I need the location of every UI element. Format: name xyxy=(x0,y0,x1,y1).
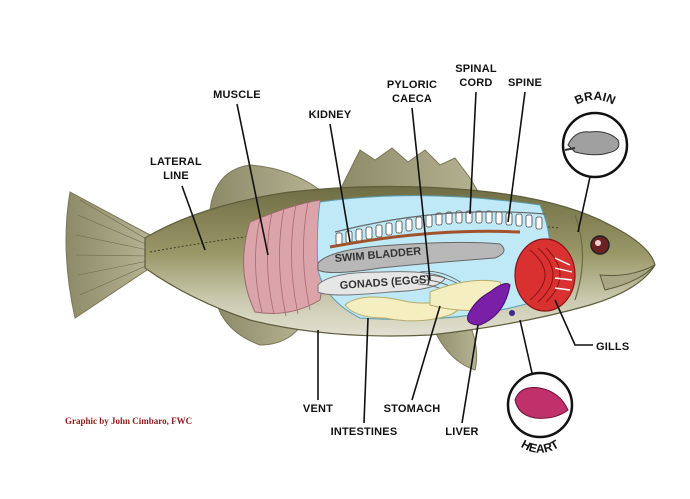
brain-label: BRAIN xyxy=(572,89,617,108)
lateral-line-label-2: LINE xyxy=(163,170,189,182)
eye-highlight xyxy=(595,240,601,246)
heart-label: HEART xyxy=(519,437,562,456)
intestines-leader xyxy=(363,317,369,424)
gills xyxy=(514,238,576,312)
intestines-label: INTESTINES xyxy=(331,426,398,438)
gill-cover xyxy=(574,214,584,301)
credit-text: Graphic by John Cimbaro, FWC xyxy=(65,416,192,426)
spine-label: SPINE xyxy=(508,77,542,89)
lateral-line-leader xyxy=(181,185,206,251)
liver-leader xyxy=(461,324,479,424)
muscle-label: MUSCLE xyxy=(213,89,261,101)
gills-leader xyxy=(554,299,593,346)
spinal-cord-label-1: SPINAL xyxy=(455,63,497,75)
pyloric-caeca-label-1: PYLORIC xyxy=(387,79,437,91)
spinal-cord-leader xyxy=(469,91,477,215)
brain-callout xyxy=(561,111,629,233)
spinal-cord-label-2: CORD xyxy=(459,77,492,89)
pyloric-caeca-leader xyxy=(411,107,431,281)
lateral-line-label-1: LATERAL xyxy=(150,156,202,168)
brain-leader xyxy=(577,176,591,233)
dorsal-fin-spiny xyxy=(339,147,481,196)
heart-callout xyxy=(506,319,574,439)
muscle-leader xyxy=(236,103,269,256)
spine-vertebrae xyxy=(335,210,543,246)
heart-leader xyxy=(519,319,533,374)
liver xyxy=(467,283,511,326)
pyloric-caeca-label-2: CAECA xyxy=(392,93,432,105)
muscle-striations xyxy=(255,201,311,317)
mouth xyxy=(599,264,656,291)
kidney-label: KIDNEY xyxy=(309,109,352,121)
vent-label: VENT xyxy=(303,403,333,415)
kidney xyxy=(329,229,521,249)
tail-fin xyxy=(65,191,151,319)
spinal-cord xyxy=(334,211,546,233)
spine-leader xyxy=(507,91,526,223)
liver-label: LIVER xyxy=(445,426,478,438)
swim-bladder xyxy=(317,241,505,274)
gills-label: GILLS xyxy=(596,341,629,353)
stomach-leader xyxy=(411,305,441,401)
kidney-leader xyxy=(329,123,351,243)
heart-location-dot xyxy=(509,310,515,316)
stomach-label: STOMACH xyxy=(384,403,441,415)
